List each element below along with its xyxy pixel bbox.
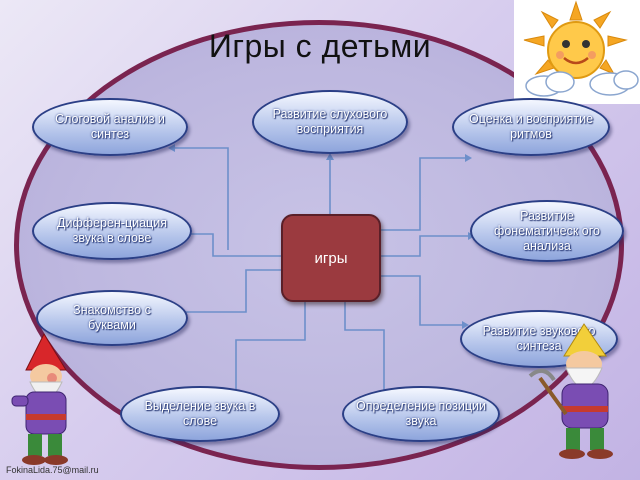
gnome-left-icon xyxy=(11,332,68,465)
connector-phonemic xyxy=(377,235,468,257)
watermark-email: FokinaLida.75@mail.ru xyxy=(6,465,99,475)
connector-letters xyxy=(180,269,281,313)
connector-sound-position xyxy=(344,298,385,392)
page-title: Игры с детьми xyxy=(208,28,432,64)
node-rhythm-perception[interactable]: Оценка и восприятие ритмов xyxy=(452,98,610,156)
sun-illustration xyxy=(514,0,640,104)
arrowhead-syllabic xyxy=(168,144,175,152)
node-sound-extraction[interactable]: Выделение звука в слове xyxy=(120,386,280,442)
connector-rhythm xyxy=(363,157,465,231)
connector-differentiation xyxy=(190,233,281,257)
node-sound-differentiation[interactable]: Дифферен-циация звука в слове xyxy=(32,202,192,260)
center-node-games[interactable]: игры xyxy=(281,214,381,302)
sun-icon xyxy=(523,0,639,97)
gnome-right-icon xyxy=(528,323,613,459)
arrowhead-rhythm xyxy=(465,154,472,162)
node-sound-position[interactable]: Определение позиции звука xyxy=(342,386,500,442)
node-letters-introduction[interactable]: Знакомство с буквами xyxy=(36,290,188,346)
connector-sound-extraction xyxy=(235,298,306,392)
node-syllabic-analysis[interactable]: Слоговой анализ и синтез xyxy=(32,98,188,156)
arrowhead-auditory xyxy=(326,153,334,160)
connector-sound-synthesis xyxy=(377,275,462,326)
node-phonemic-analysis[interactable]: Развитие фонематическ ого анализа xyxy=(470,200,624,262)
connector-syllabic xyxy=(175,147,229,250)
node-auditory-perception[interactable]: Развитие слухового восприятия xyxy=(252,90,408,154)
arrowhead-sound-synthesis xyxy=(462,321,469,329)
